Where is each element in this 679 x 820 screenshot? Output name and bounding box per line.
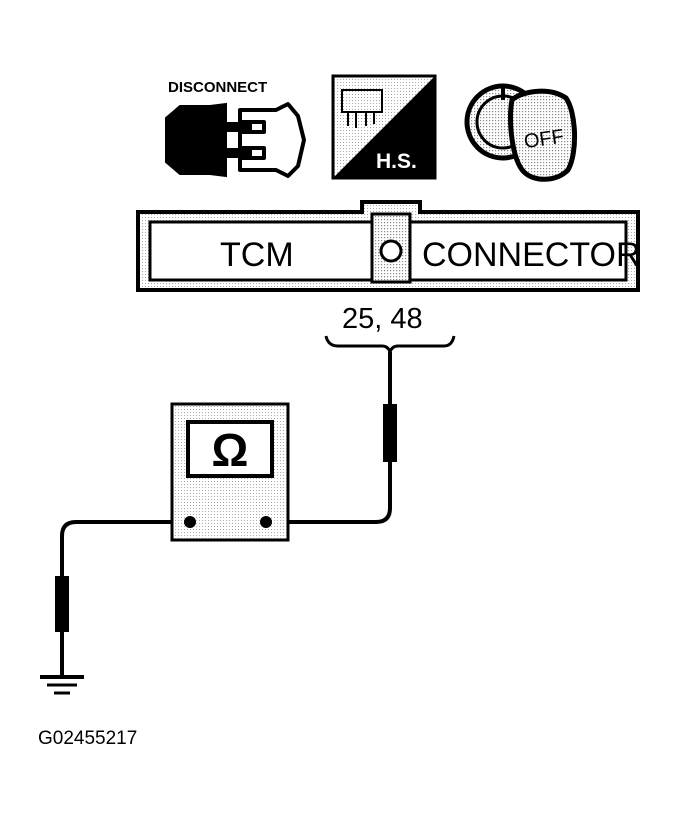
ground-symbol-icon (40, 675, 84, 695)
terminal-circle-icon (379, 239, 403, 263)
probe-lead-right (266, 352, 397, 524)
meter-display (186, 420, 274, 478)
meter-terminal-right (260, 516, 272, 528)
ohm-symbol: Ω (212, 424, 249, 476)
harness-side-label: H.S. (376, 150, 417, 173)
terminal-brace (324, 335, 456, 357)
probe-tip (55, 576, 69, 632)
figure-id: G02455217 (38, 728, 137, 749)
disconnect-label: DISCONNECT (168, 79, 267, 96)
terminal-numbers: 25, 48 (342, 303, 423, 335)
connector-right-label: CONNECTOR (422, 236, 641, 274)
disconnect-icon-group: DISCONNECT (165, 79, 306, 178)
meter-terminal-left (184, 516, 196, 528)
probe-tip (383, 404, 397, 462)
probe-lead-left (55, 520, 190, 676)
ohmmeter-icon: Ω (170, 402, 290, 542)
ignition-off-icon-group: OFF (464, 83, 578, 182)
connector-left-label: TCM (220, 236, 294, 274)
ignition-key-off-icon (464, 83, 578, 182)
connector-disconnect-icon (165, 102, 306, 178)
harness-side-icon-group: H.S. (331, 74, 437, 180)
tcm-connector: TCM CONNECTOR (136, 200, 641, 292)
